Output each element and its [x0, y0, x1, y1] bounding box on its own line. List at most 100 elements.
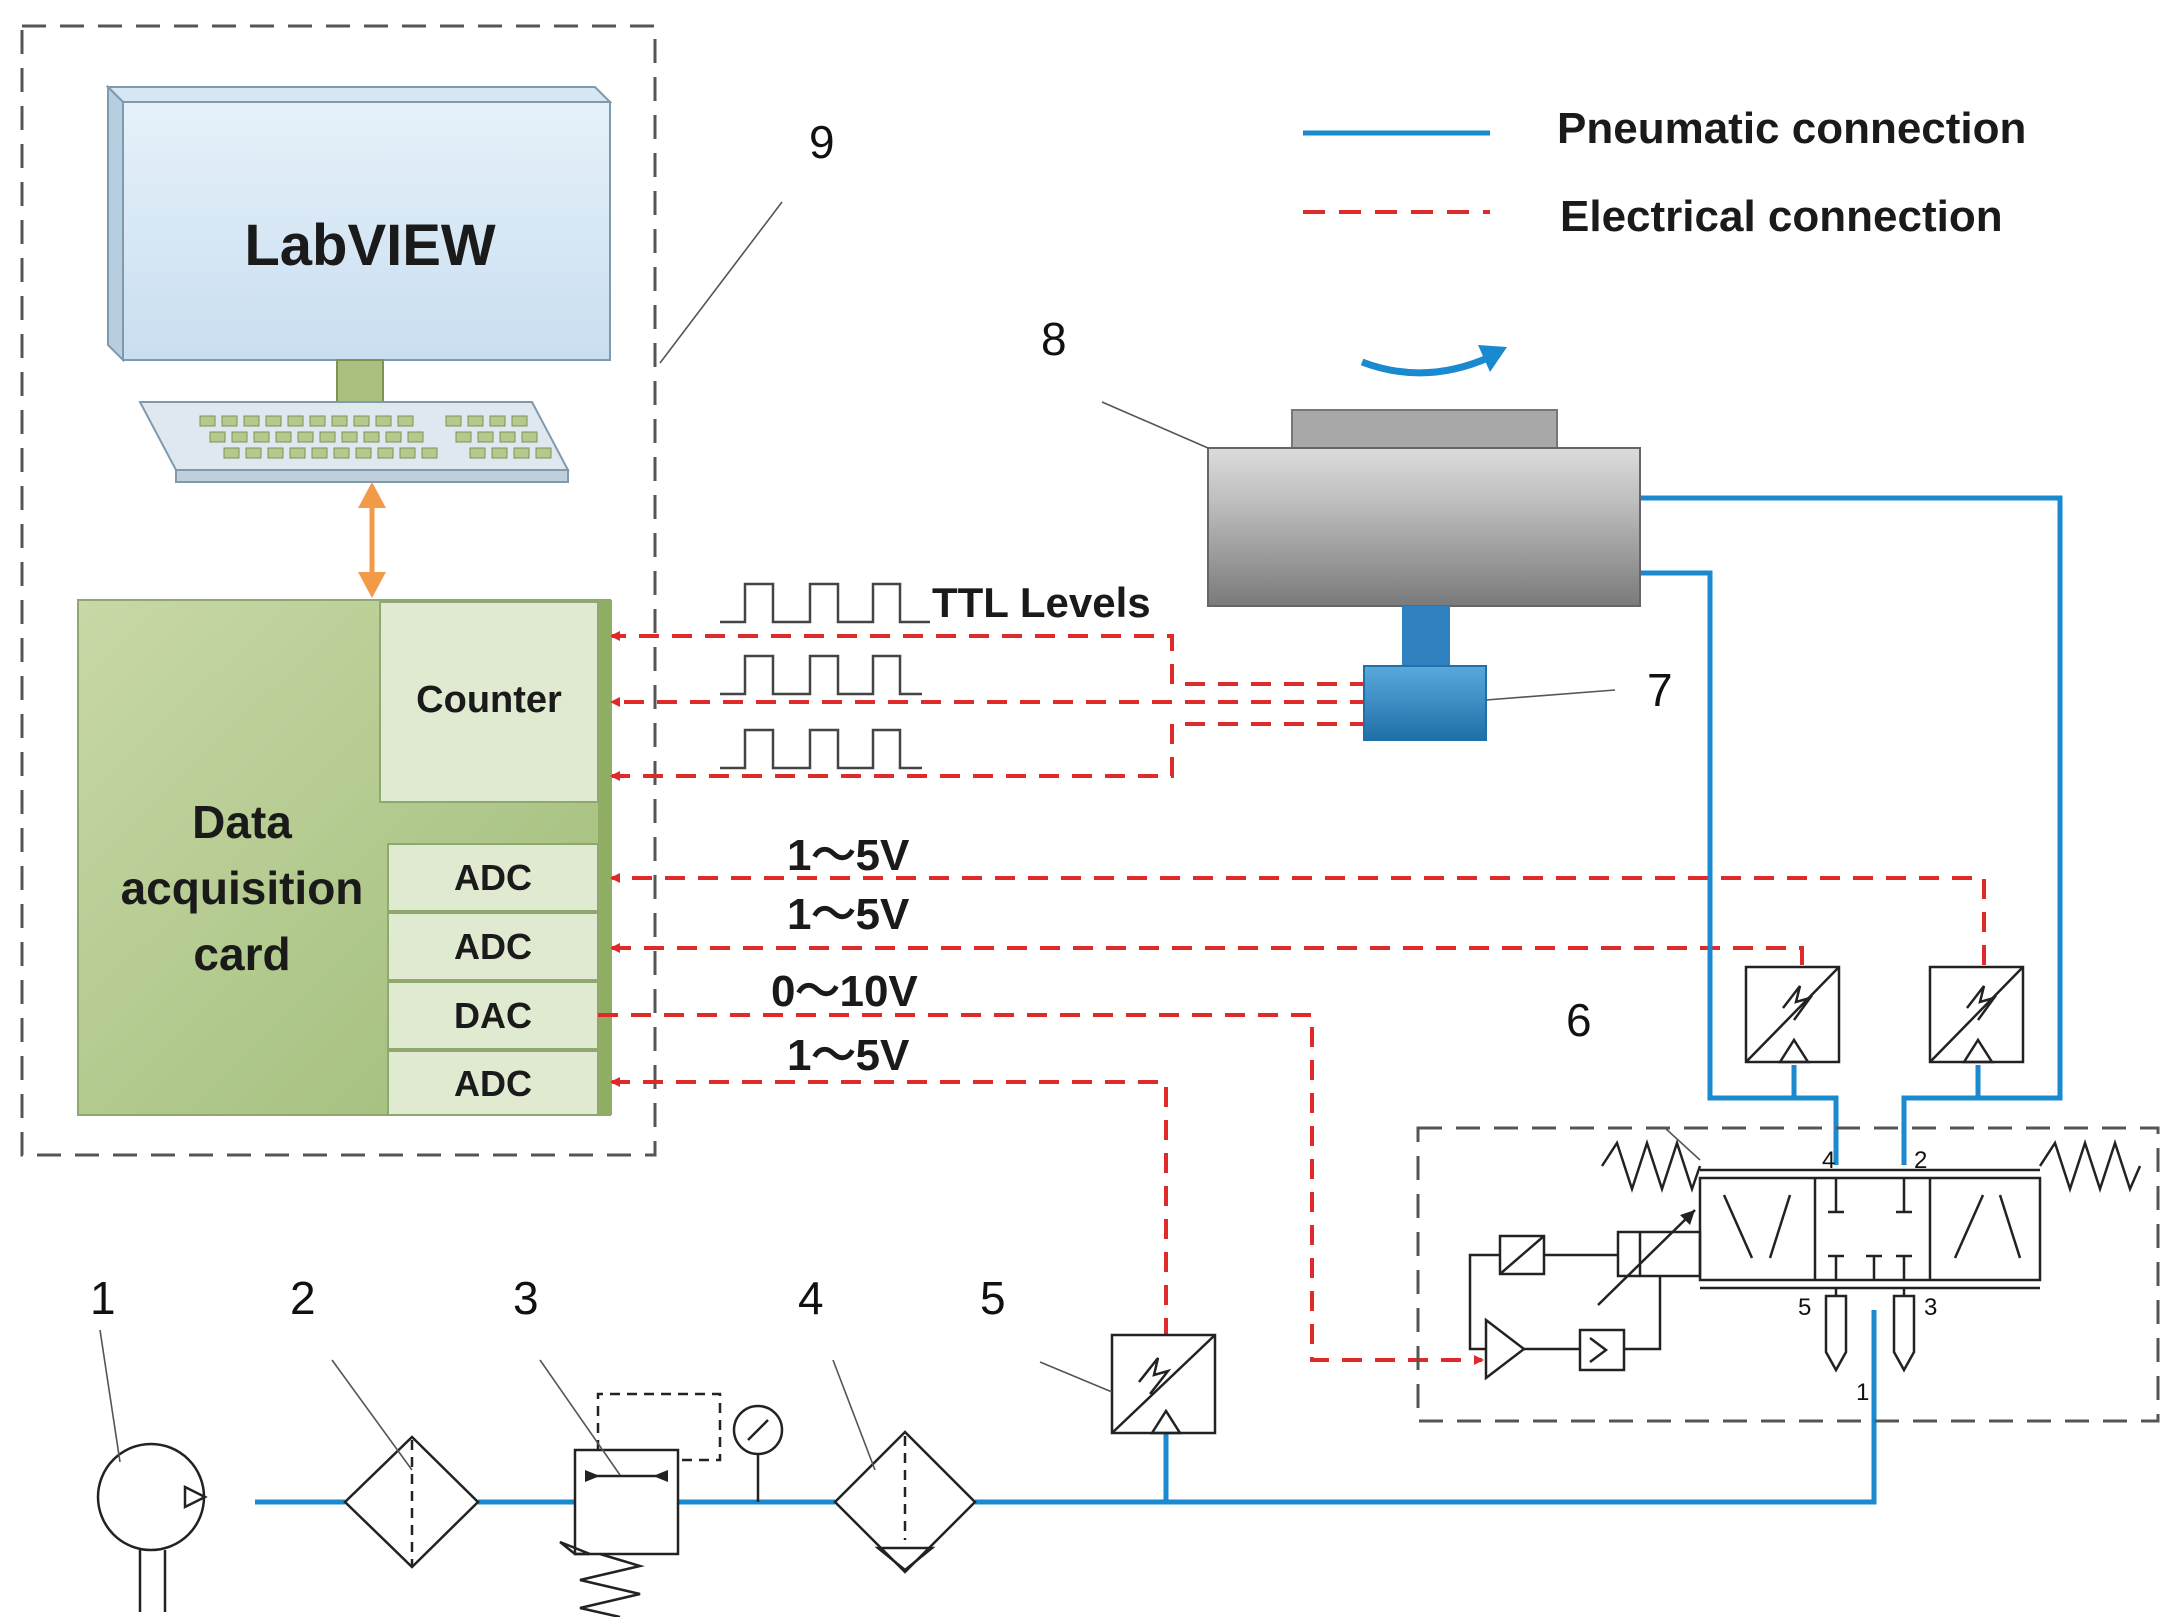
label-2: 2: [290, 1272, 316, 1324]
keyboard-key: [275, 431, 292, 443]
keyboard-key: [375, 415, 392, 427]
ttl-pulse-trains: [720, 582, 930, 770]
legend: Pneumatic connection Electrical connecti…: [1303, 104, 2026, 241]
labview-label: LabVIEW: [244, 213, 496, 278]
pc-daq-link-arrow: [358, 482, 386, 598]
keyboard-key: [535, 447, 552, 459]
adc3-wire: [610, 1077, 1168, 1338]
amplifier-symbol: [1484, 1317, 1527, 1381]
counter-module: [379, 601, 599, 803]
controller-block: [1578, 1328, 1626, 1372]
label-1: 1: [90, 1272, 116, 1324]
label-9: 9: [809, 116, 835, 168]
pressure-sensor-port2: [1928, 965, 2025, 1064]
adc-channel-2-label: ADC: [454, 926, 532, 967]
keyboard-key: [513, 447, 530, 459]
electrical-connections: [598, 631, 1986, 1365]
valve-spool-body: [1698, 1176, 2042, 1282]
computer: LabVIEW: [105, 84, 613, 483]
leader-1: [99, 1329, 121, 1463]
label-5: 5: [980, 1272, 1006, 1324]
label-4: 4: [798, 1272, 824, 1324]
actuator-shaft: [1402, 606, 1450, 668]
leader-4: [832, 1359, 876, 1471]
keyboard-key: [521, 431, 538, 443]
keyboard-key: [469, 447, 486, 459]
proportional-valve: 6 4 2 5 3 1: [1416, 994, 2160, 1423]
label-8: 8: [1041, 313, 1067, 365]
exhaust-silencer-5: [1824, 1294, 1848, 1373]
daq-label-line1: Data: [192, 796, 292, 848]
actuator-line-port2: [1640, 495, 2063, 1165]
filter-with-drain: [833, 1430, 977, 1574]
keyboard-key: [341, 431, 358, 443]
proportional-solenoid: [1616, 1230, 1702, 1278]
adc-channel-3-label: ADC: [454, 1063, 532, 1104]
leader-5: [1039, 1361, 1113, 1393]
rotation-arrow: [1360, 353, 1492, 377]
keyboard-key: [309, 415, 326, 427]
keyboard-key: [377, 447, 394, 459]
keyboard-key: [455, 431, 472, 443]
counter-label: Counter: [416, 679, 562, 721]
air-filter: [343, 1435, 480, 1569]
keyboard-key: [311, 447, 328, 459]
main-supply-line: [975, 1310, 1877, 1505]
dac-channel: [387, 981, 599, 1050]
keyboard-key: [287, 415, 304, 427]
keyboard-key: [445, 415, 462, 427]
keyboard-key: [221, 415, 238, 427]
leader-7: [1485, 689, 1616, 701]
pneumatic-connections: [255, 495, 2063, 1505]
pc-daq-boundary: [20, 24, 657, 1157]
rotary-actuator: [1207, 345, 1641, 668]
valve-boundary: [1416, 1126, 2160, 1423]
keyboard-key: [253, 431, 270, 443]
label-3: 3: [513, 1272, 539, 1324]
port-4-label: 4: [1822, 1147, 1835, 1174]
keyboard-key: [491, 447, 508, 459]
keyboard-key: [353, 415, 370, 427]
adc2-range-label: 1～5V: [787, 890, 910, 939]
keyboard-key: [209, 431, 226, 443]
keyboard-key: [355, 447, 372, 459]
daq-card: Data acquisition card Counter ADC ADC DA…: [77, 599, 612, 1116]
keyboard-key: [245, 447, 262, 459]
keyboard-key: [499, 431, 516, 443]
actuator-line-port4: [1640, 570, 1839, 1165]
keyboard-key: [331, 415, 348, 427]
exhaust-silencer-3: [1892, 1294, 1916, 1373]
keyboard-key: [267, 447, 284, 459]
adc-channel-1-label: ADC: [454, 857, 532, 898]
port-5-label: 5: [1798, 1294, 1811, 1321]
keyboard-key: [243, 415, 260, 427]
keyboard-key: [399, 447, 416, 459]
keyboard-key: [421, 447, 438, 459]
monitor-stand: [336, 359, 384, 406]
keyboard-key: [265, 415, 282, 427]
keyboard-key: [223, 447, 240, 459]
adc-channel-3: [387, 1050, 599, 1116]
pressure-sensor-port4: [1744, 965, 1841, 1064]
leader-2: [331, 1359, 413, 1471]
keyboard-key: [511, 415, 528, 427]
air-compressor: [96, 1442, 208, 1612]
keyboard-key: [319, 431, 336, 443]
keyboard-key: [363, 431, 380, 443]
leader-8: [1101, 401, 1209, 449]
adc3-range-label: 1～5V: [787, 1031, 910, 1080]
keyboard-key: [199, 415, 216, 427]
daq-label-line3: card: [193, 928, 290, 980]
keyboard-key: [407, 431, 424, 443]
daq-label-line2: acquisition: [121, 862, 364, 914]
adc2-wire: [610, 943, 1804, 965]
keyboard-key: [397, 415, 414, 427]
label-7: 7: [1647, 664, 1673, 716]
keyboard-key: [489, 415, 506, 427]
ttl-levels-label: TTL Levels: [932, 579, 1151, 626]
adc-channel-2: [387, 912, 599, 981]
keyboard-key: [289, 447, 306, 459]
valve-spring-right: [2038, 1138, 2142, 1194]
adc1-wire: [610, 873, 1986, 965]
